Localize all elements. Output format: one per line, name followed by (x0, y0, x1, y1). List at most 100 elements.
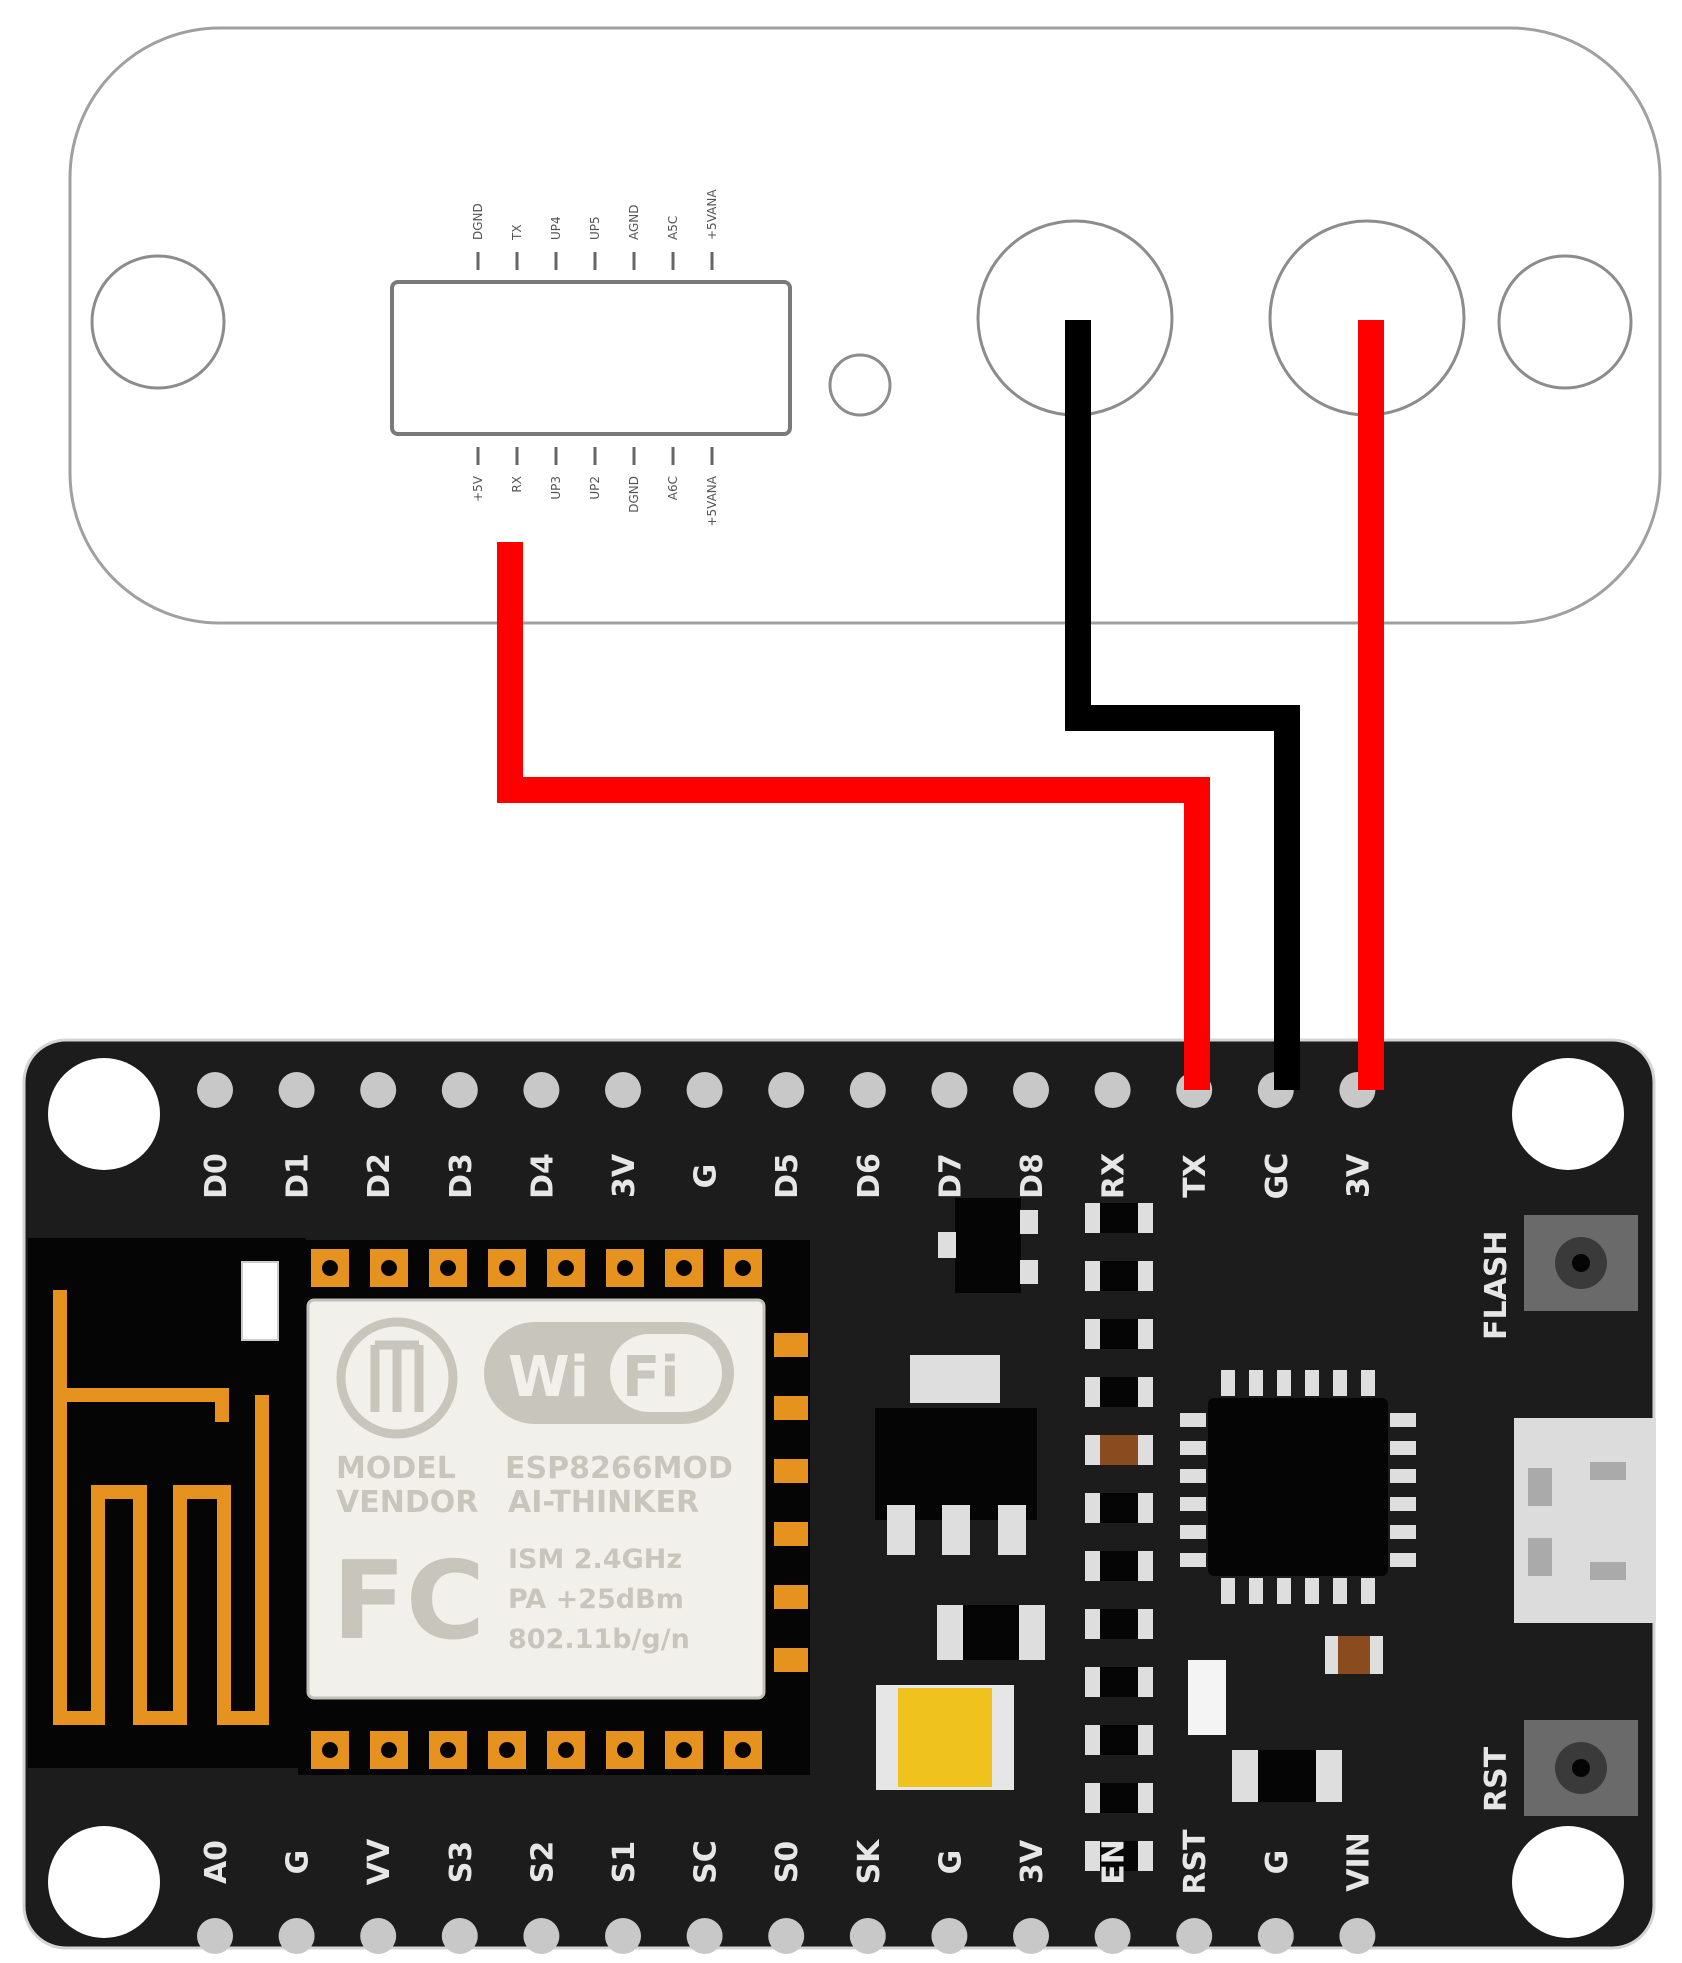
wifi-logo-inner (610, 1334, 722, 1412)
board-bottom-pin-label: S2 (525, 1841, 560, 1883)
module-pad-hole (381, 1742, 397, 1758)
sensor-bottom-pin-label: RX (510, 476, 524, 493)
module-pads (311, 1249, 808, 1769)
chip-pin (1180, 1469, 1206, 1483)
chip-pin (1390, 1441, 1416, 1455)
board-bottom-pin-label: S1 (607, 1841, 642, 1883)
smd-resistor-body (1100, 1261, 1138, 1291)
board-top-pin-label: D1 (281, 1153, 316, 1199)
module-pad-hole (440, 1260, 456, 1276)
board-top-pin-label: D5 (770, 1153, 805, 1199)
esp-line2: AI-THINKER (508, 1485, 699, 1520)
board-top-pin (1094, 1072, 1131, 1108)
board-bottom-pin-label: VIN (1341, 1832, 1376, 1892)
small-hole (828, 353, 892, 417)
chip-pin (1180, 1525, 1206, 1539)
chip-pin (1390, 1469, 1416, 1483)
diode-body (963, 1605, 1019, 1660)
chip-pin (1277, 1578, 1291, 1604)
ai-thinker-logo-mark (370, 1340, 424, 1412)
chip-pin (1390, 1553, 1416, 1567)
module-side-pad (774, 1333, 808, 1357)
micro-usb-contact-1 (1528, 1468, 1552, 1506)
micro-usb-contact-4 (1590, 1562, 1626, 1580)
board-bottom-pin-label: S3 (444, 1841, 479, 1883)
sensor-top-pin-label: UP5 (588, 216, 602, 240)
esp-line1: ESP8266MOD (505, 1451, 733, 1486)
board-bottom-pin (686, 1918, 723, 1954)
board-bottom-pin (1013, 1918, 1049, 1954)
smd-resistor-body (1100, 1667, 1138, 1697)
board-top-pin (360, 1072, 397, 1108)
small-resistor-1-body (1338, 1636, 1370, 1674)
board-bottom-pin (360, 1918, 397, 1954)
board-bottom-pin (197, 1918, 233, 1954)
chip-pin (1221, 1578, 1235, 1604)
spec-line2: PA +25dBm (508, 1584, 684, 1615)
wire-gnd-to-gc (1065, 320, 1300, 1090)
module-side-pad (774, 1522, 808, 1546)
board-top-pin (278, 1072, 315, 1108)
board-top-pin-label: D6 (852, 1153, 887, 1199)
model-line2: VENDOR (336, 1485, 478, 1520)
board-bottom-pin-label: SK (852, 1838, 887, 1885)
board-bottom-pin-label: RST (1178, 1829, 1213, 1895)
board-bottom-pin (278, 1918, 315, 1954)
board-top-pin-label: D7 (933, 1153, 968, 1199)
chip-pin (1180, 1497, 1206, 1511)
smd-resistor-body (1100, 1551, 1138, 1581)
smd-resistor-body (1100, 1841, 1138, 1871)
board-bottom-pin (1257, 1918, 1294, 1954)
smd-resistor-body (1100, 1319, 1138, 1349)
board-top-pin (605, 1072, 641, 1108)
sot-leg-2 (1020, 1210, 1038, 1234)
chip-pin (1361, 1578, 1375, 1604)
board-bottom-pin (1094, 1918, 1131, 1954)
usb-chip-pins (1180, 1370, 1416, 1604)
chip-pin (1249, 1370, 1263, 1396)
module-pad-hole (440, 1742, 456, 1758)
tantalum-capacitor-body (898, 1688, 992, 1787)
chip-pin (1333, 1370, 1347, 1396)
board-top-pin (197, 1072, 233, 1108)
smd-resistor-body (1100, 1493, 1138, 1523)
board-top-pin-label: RX (1097, 1153, 1132, 1199)
board-bottom-pin-label: SC (689, 1840, 724, 1884)
smd-resistor-body (1100, 1435, 1138, 1465)
sensor-top-pin-label: +5VANA (705, 189, 719, 240)
resistor-column (1085, 1203, 1153, 1871)
mount-hole-left (90, 254, 226, 390)
board-top-pin (931, 1072, 968, 1108)
antenna-feed (60, 1388, 229, 1422)
model-line1: MODEL (336, 1451, 456, 1486)
sensor-bottom-pin-label: UP2 (588, 476, 602, 500)
flash-button-dot (1572, 1254, 1590, 1272)
board-top-pin-label: 3V (607, 1153, 642, 1198)
sensor-bottom-pin-label: A6C (666, 476, 680, 500)
chip-pin (1390, 1525, 1416, 1539)
mount-hole-right (1497, 254, 1633, 390)
board-bottom-pin (605, 1918, 641, 1954)
chip-pin (1277, 1370, 1291, 1396)
module-pad-hole (735, 1260, 751, 1276)
antenna-trace (53, 1290, 269, 1725)
sensor-top-pin-label: DGND (471, 203, 485, 240)
sensor-bottom-pin-label: UP3 (549, 476, 563, 500)
chip-pin (1305, 1578, 1319, 1604)
regulator-leg-2 (942, 1505, 970, 1555)
board-bottom-pin (768, 1918, 805, 1954)
board-bottom-pin-label: S0 (770, 1841, 805, 1883)
sot-leg-3 (1020, 1260, 1038, 1284)
board-top-pin (1013, 1072, 1049, 1108)
board-mount-hole-br (1512, 1826, 1624, 1938)
sensor-top-pin-label: A5C (666, 216, 680, 240)
module-pad-hole (676, 1742, 692, 1758)
sensor-top-pin-label: UP4 (549, 216, 563, 240)
module-pad-hole (735, 1742, 751, 1758)
rst-button-dot (1572, 1759, 1590, 1777)
chip-pin (1333, 1578, 1347, 1604)
module-pad-hole (558, 1260, 574, 1276)
chip-pin (1180, 1413, 1206, 1427)
